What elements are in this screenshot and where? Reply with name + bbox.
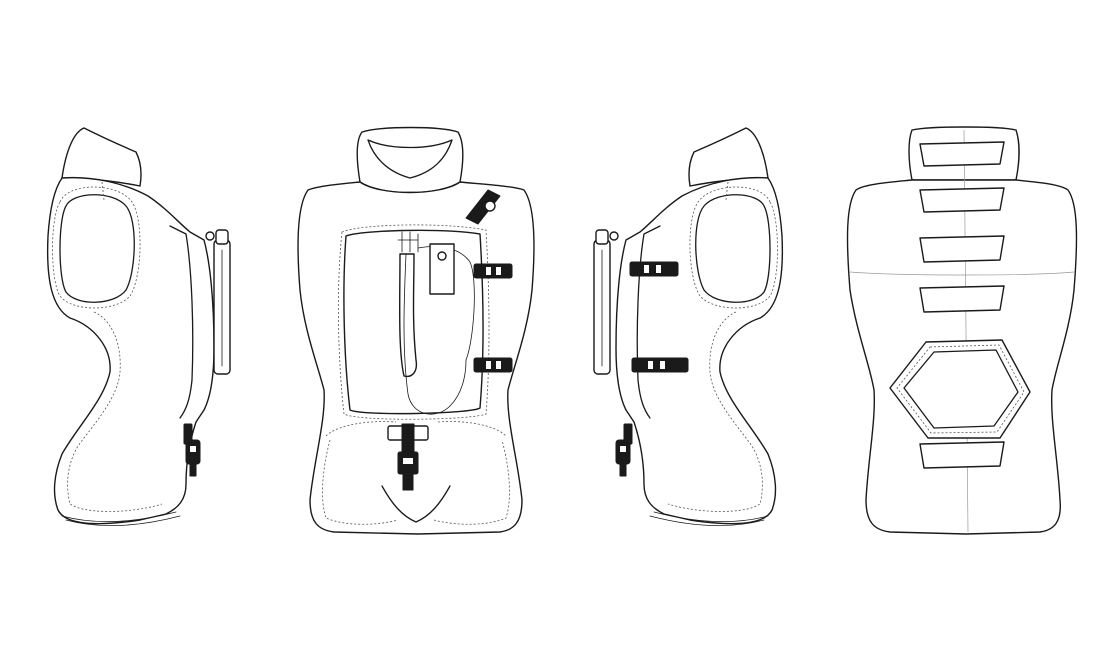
vest-right-side-view [593,127,784,526]
vest-body [46,176,215,525]
back-panel-3 [919,235,1005,263]
back-airbag-panel [889,339,1031,439]
front-side-buckle-upper [473,263,513,279]
vest-back-view [846,126,1078,535]
back-panel-5 [919,441,1005,469]
collar [61,127,142,187]
shoulder-pad [59,194,135,303]
side-buckle-upper [629,261,679,277]
collar [688,127,769,187]
side-buckle-lower [631,357,689,373]
back-panel-4 [919,285,1005,313]
shoulder-pad [695,194,771,303]
collar [356,126,464,194]
front-panel-edge [169,225,194,419]
crotch-strap [397,423,419,491]
front-side-buckle-lower [473,357,513,373]
inflation-hose [398,253,418,378]
side-buckle [183,423,201,477]
shoulder-trigger-strap [465,189,501,225]
vest-body [615,176,784,525]
front-panel-edge [636,225,661,419]
side-buckle-bottom [615,423,633,477]
vest-left-side-view [46,127,231,526]
vest-front-view [297,126,535,535]
back-panel-1 [919,141,1005,167]
back-panel-2 [919,187,1005,213]
